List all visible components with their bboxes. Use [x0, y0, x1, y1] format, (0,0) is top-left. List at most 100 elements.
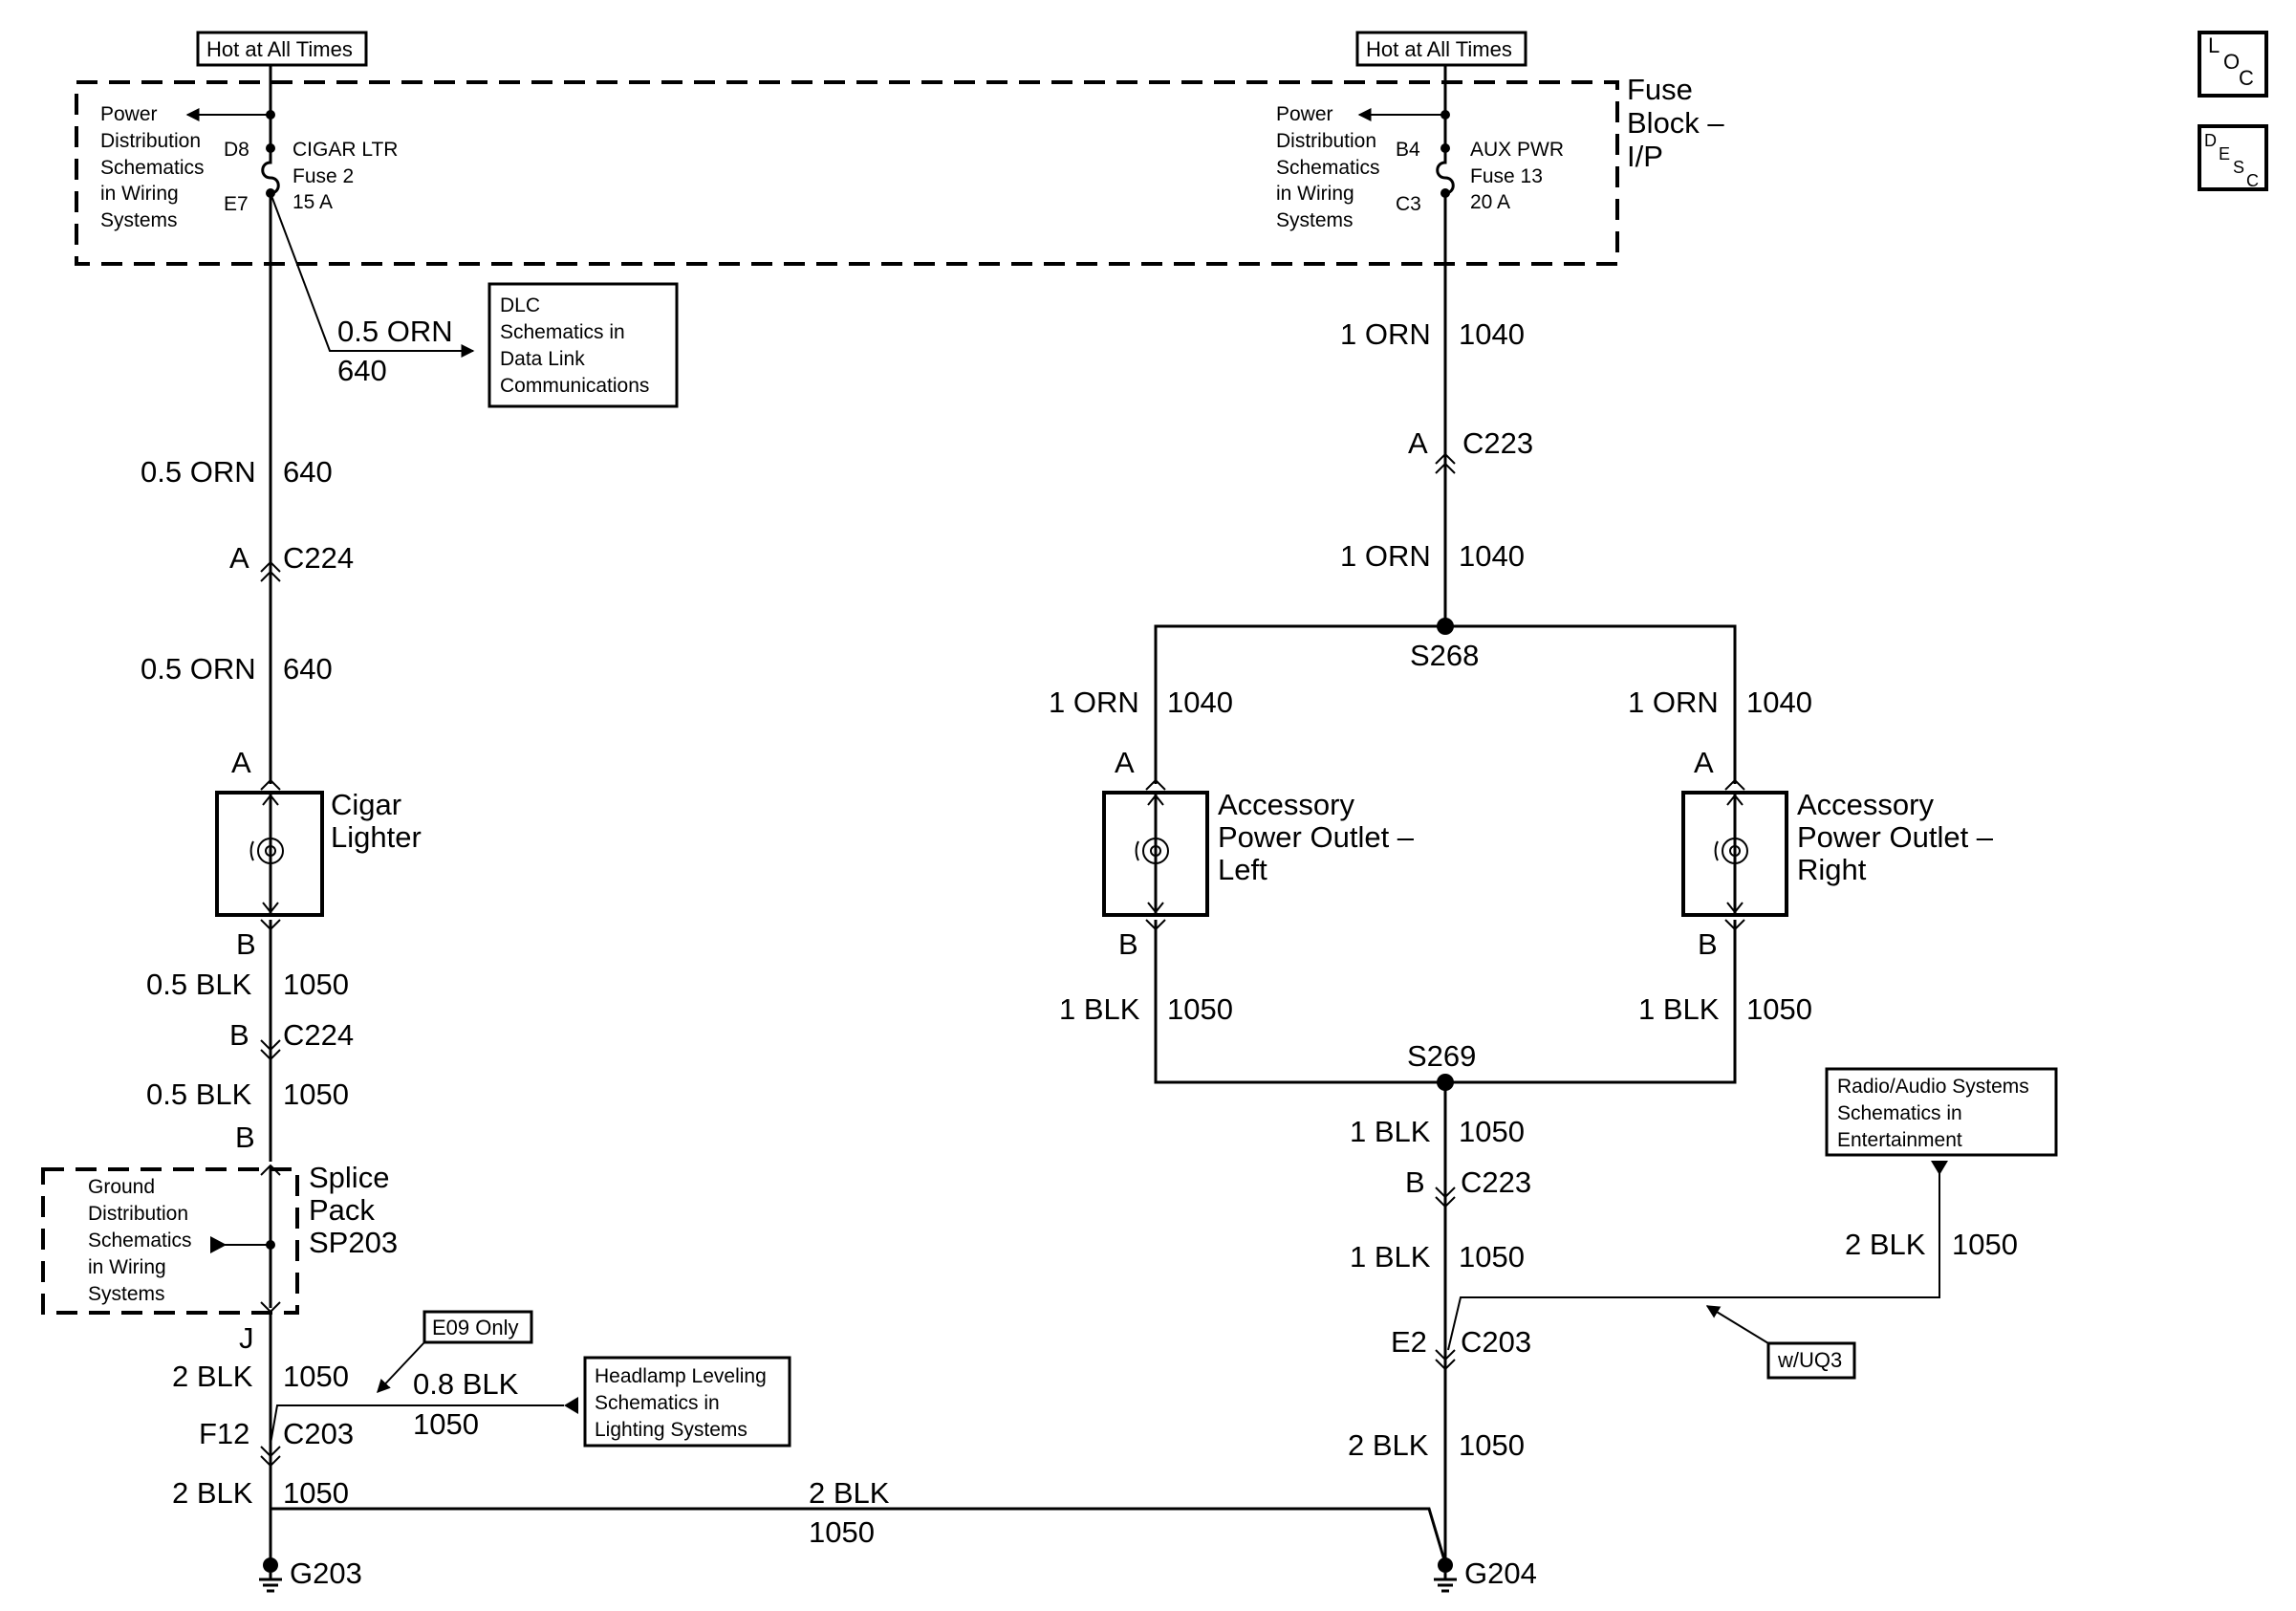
- desc-icon[interactable]: D E S C: [2198, 124, 2268, 191]
- wire-number: 640: [283, 652, 333, 686]
- connector-pin: B: [236, 927, 256, 961]
- connector-id: C203: [1461, 1325, 1531, 1359]
- wire-label: 1 ORN: [1049, 686, 1139, 719]
- fuse-rating: 15 A: [292, 191, 333, 213]
- connector-pin: B: [235, 1121, 255, 1154]
- wire-label: 1 BLK: [1350, 1240, 1431, 1274]
- svg-text:S: S: [2233, 158, 2244, 177]
- wire-label: 0.5 ORN: [141, 455, 256, 489]
- wire-label: 2 BLK: [1348, 1428, 1429, 1462]
- fuse-rating: 20 A: [1470, 191, 1510, 213]
- radio-reference-text: Radio/Audio Systems: [1837, 1076, 2029, 1098]
- svg-text:L: L: [2208, 33, 2220, 57]
- radio-branch-wire: [1447, 1161, 1940, 1351]
- wire-label: 0.5 BLK: [146, 1078, 252, 1111]
- wire-number: 1050: [1167, 992, 1233, 1026]
- wire-label: 2 BLK: [809, 1476, 890, 1510]
- pd-schematics-text: Systems: [1276, 209, 1354, 231]
- ground-label: G203: [290, 1557, 362, 1590]
- connector-id: C203: [283, 1417, 354, 1450]
- outlet-left-label: Accessory: [1218, 788, 1354, 821]
- fuse-name: AUX PWR: [1470, 139, 1564, 161]
- dlc-reference-text: Data Link: [500, 348, 585, 370]
- connector-pin: E2: [1391, 1325, 1427, 1359]
- wire-number: 1050: [809, 1515, 875, 1549]
- wire-label: 1 ORN: [1628, 686, 1719, 719]
- wire-label: 0.5 BLK: [146, 968, 252, 1001]
- svg-text:D: D: [2204, 131, 2217, 150]
- headlamp-reference-text: Headlamp Leveling: [595, 1365, 767, 1387]
- outlet-right-label: Right: [1797, 853, 1867, 886]
- cigar-lighter-label: Lighter: [331, 820, 422, 854]
- w-uq3-label: w/UQ3: [1777, 1348, 1842, 1372]
- wire-label: 0.5 ORN: [141, 652, 256, 686]
- svg-text:E: E: [2219, 144, 2230, 163]
- wire-label: 1 ORN: [1340, 539, 1431, 573]
- connector-pin: F12: [199, 1417, 249, 1450]
- radio-reference-text: Schematics in: [1837, 1102, 1962, 1124]
- wire-number: 640: [283, 455, 333, 489]
- wire-label: 0.8 BLK: [413, 1367, 519, 1401]
- dlc-reference-text: Communications: [500, 375, 649, 397]
- connector-pin: A: [229, 541, 249, 575]
- splice-label: S268: [1410, 639, 1479, 672]
- outlet-left-label: Power Outlet –: [1218, 820, 1415, 854]
- dlc-reference-text: Schematics in: [500, 321, 625, 343]
- outlet-right-label: Power Outlet –: [1797, 820, 1994, 854]
- fuse-symbol: [1436, 148, 1455, 195]
- fuse-pin-label: C3: [1396, 193, 1421, 215]
- wire-number: 1050: [1459, 1428, 1525, 1462]
- splice-pack-label: Splice: [309, 1161, 389, 1194]
- wire-label: 1 BLK: [1059, 992, 1140, 1026]
- wire-number: 1050: [413, 1407, 479, 1441]
- cigar-lighter-label: Cigar: [331, 788, 401, 821]
- connector-pin: J: [239, 1321, 254, 1355]
- pd-schematics-text: Distribution: [100, 130, 201, 152]
- connector-pin: A: [1115, 746, 1135, 779]
- connector-pin: A: [231, 746, 251, 779]
- splice-label: S269: [1407, 1039, 1476, 1073]
- outlet-right-label: Accessory: [1797, 788, 1934, 821]
- connector-pin: A: [1408, 426, 1428, 460]
- ground-symbol-icon: [259, 1573, 282, 1593]
- fuse-number: Fuse 13: [1470, 165, 1543, 187]
- ground-label: G204: [1464, 1557, 1537, 1590]
- connector-pin: B: [1698, 927, 1718, 961]
- headlamp-branch-wire: [270, 1404, 564, 1445]
- wire-number: 1040: [1459, 539, 1525, 573]
- fuse-block-title: I/P: [1627, 140, 1663, 173]
- fuse-name: CIGAR LTR: [292, 139, 398, 161]
- pd-schematics-text: in Wiring: [1276, 183, 1354, 205]
- radio-reference-text: Entertainment: [1837, 1129, 1962, 1151]
- pd-schematics-text: Distribution: [1276, 130, 1376, 152]
- fuse-block-outline: [75, 80, 1619, 266]
- svg-text:C: C: [2246, 171, 2259, 190]
- ground-distribution-text: Distribution: [88, 1203, 188, 1225]
- connector-pin: B: [1118, 927, 1138, 961]
- uq3-pointer-arrow: [1705, 1305, 1769, 1344]
- wire-number: 1050: [1459, 1240, 1525, 1274]
- wire-label: 1 ORN: [1340, 317, 1431, 351]
- headlamp-reference-text: Lighting Systems: [595, 1419, 747, 1441]
- hot-at-all-times-label: Hot at All Times: [206, 37, 353, 61]
- ground-distribution-box: [41, 1167, 299, 1315]
- svg-text:O: O: [2223, 50, 2240, 74]
- headlamp-reference-text: Schematics in: [595, 1392, 720, 1414]
- wire-number: 640: [337, 354, 387, 387]
- pd-schematics-text: Systems: [100, 209, 178, 231]
- s268-bus: [1154, 624, 1737, 784]
- wire-label: 1 BLK: [1638, 992, 1720, 1026]
- pd-schematics-text: Schematics: [1276, 157, 1380, 179]
- wire-number: 1050: [1746, 992, 1812, 1026]
- ground-link-wire: [269, 1507, 1447, 1564]
- wire-number: 1050: [283, 968, 349, 1001]
- wire-number: 1050: [1952, 1228, 2018, 1261]
- loc-icon[interactable]: L O C: [2198, 31, 2268, 98]
- wire-number: 1050: [283, 1360, 349, 1393]
- connector-symbol: [260, 560, 281, 582]
- ground-distribution-text: Systems: [88, 1283, 165, 1305]
- pd-schematics-text: Power: [100, 103, 158, 125]
- pd-schematics-text: in Wiring: [100, 183, 179, 205]
- connector-id: C223: [1462, 426, 1533, 460]
- fuse-block-title: Block –: [1627, 106, 1724, 140]
